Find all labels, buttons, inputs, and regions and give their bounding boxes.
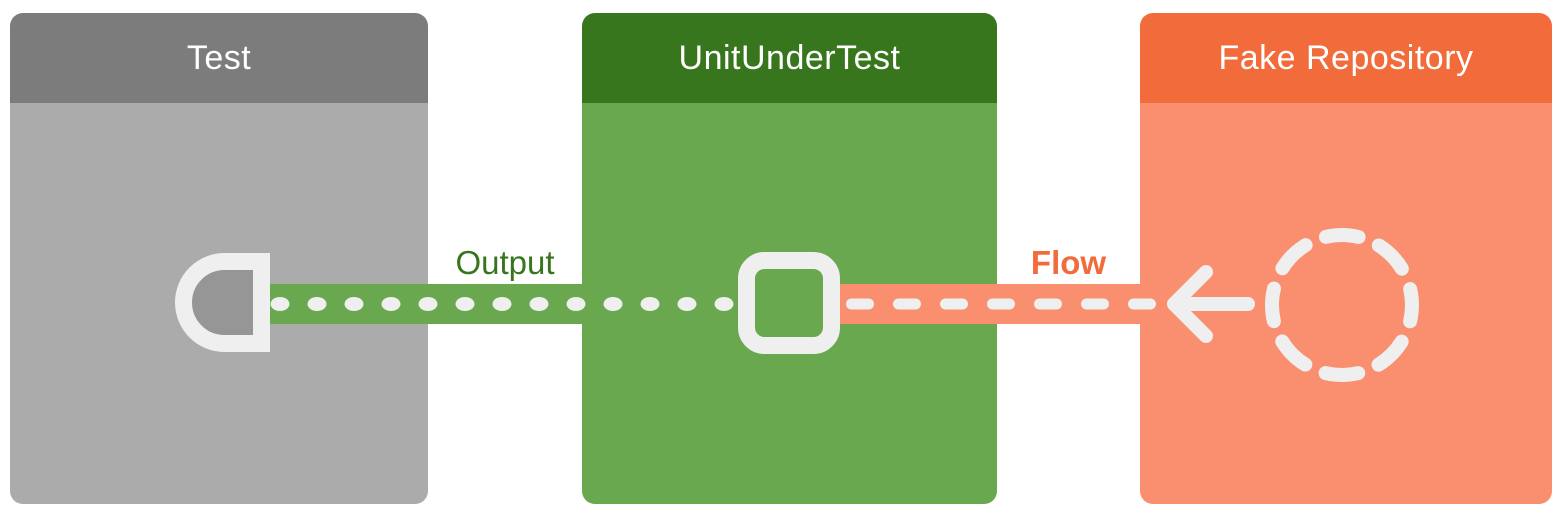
node-fake-repository-header: Fake Repository — [1140, 13, 1552, 103]
node-unit-under-test-body — [582, 103, 997, 504]
node-fake-repository-title: Fake Repository — [1218, 38, 1474, 77]
node-unit-under-test-title: UnitUnderTest — [678, 38, 901, 77]
node-unit-under-test: UnitUnderTest — [582, 13, 997, 504]
node-fake-repository: Fake Repository — [1140, 13, 1552, 504]
node-test-title: Test — [186, 38, 252, 77]
node-test: Test — [10, 13, 428, 504]
node-unit-under-test-header: UnitUnderTest — [582, 13, 997, 103]
node-fake-repository-body — [1140, 103, 1552, 504]
flow-label: Flow — [1030, 244, 1107, 281]
output-label: Output — [455, 244, 555, 281]
node-test-body — [10, 103, 428, 504]
node-test-header: Test — [10, 13, 428, 103]
